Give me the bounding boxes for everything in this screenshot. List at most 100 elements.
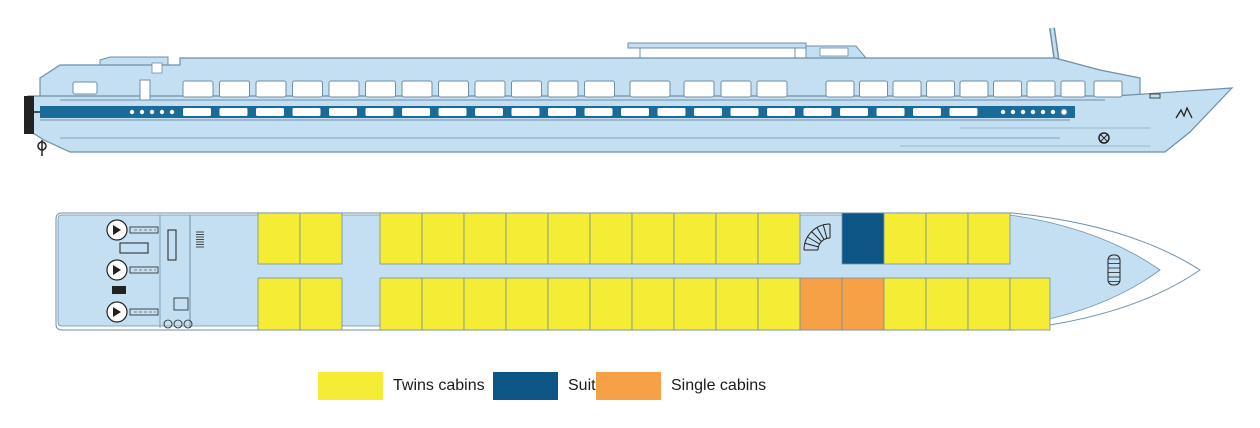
twin-cabin	[463, 277, 507, 331]
bow-logo	[1175, 106, 1193, 119]
upper-window	[892, 80, 922, 98]
cabin-window	[548, 108, 576, 116]
single-cabin	[841, 277, 885, 331]
twin-cabin	[883, 212, 927, 265]
stair-step	[811, 231, 822, 242]
twin-swatch	[318, 372, 383, 400]
porthole	[1050, 109, 1056, 115]
upper-window	[825, 80, 855, 98]
engine-shaft	[129, 308, 159, 316]
twin-cabin	[883, 277, 927, 331]
cabin-window	[438, 108, 467, 116]
upper-window	[365, 80, 396, 98]
twin-cabin	[547, 277, 591, 331]
upper-window	[474, 80, 506, 98]
twin-cabin	[925, 277, 969, 331]
cabin-window	[475, 108, 503, 116]
twin-cabin	[1009, 277, 1051, 331]
cabin-window	[402, 108, 430, 116]
suite-cabin	[841, 212, 885, 265]
twin-cabin	[589, 277, 633, 331]
twin-cabin	[631, 277, 675, 331]
upper-window	[401, 80, 433, 98]
twin-cabin	[379, 277, 423, 331]
engine-arrow-icon	[113, 307, 121, 317]
cabin-window	[803, 108, 832, 116]
stair-step	[822, 224, 828, 239]
cabin-window	[694, 108, 722, 116]
upper-window	[859, 80, 888, 98]
stair-step	[807, 236, 820, 245]
porthole	[1040, 109, 1046, 115]
cabin-window	[767, 108, 795, 116]
porthole	[169, 109, 175, 115]
upper-window	[438, 80, 469, 98]
twin-cabin	[715, 212, 759, 265]
twin-cabin	[299, 277, 343, 331]
suite-swatch	[493, 372, 558, 400]
bow-staircase	[1107, 254, 1121, 286]
engine-shaft	[129, 266, 159, 274]
twin-cabin	[257, 277, 301, 331]
twin-cabin	[631, 212, 675, 265]
porthole	[1020, 109, 1026, 115]
stern-stair	[196, 231, 204, 248]
porthole	[129, 109, 135, 115]
twin-cabin	[673, 277, 717, 331]
upper-window	[1026, 80, 1056, 98]
porthole	[1000, 109, 1006, 115]
single-swatch	[596, 372, 661, 400]
porthole	[1010, 109, 1016, 115]
deck-plan	[55, 212, 1201, 331]
stair-rail	[803, 223, 831, 251]
legend-item-singles: Single cabins	[596, 372, 766, 400]
stair-rail	[817, 237, 831, 251]
legend-label-singles: Single cabins	[671, 377, 767, 394]
legend-item-twins: Twins cabins	[318, 372, 485, 400]
cabin-window	[292, 108, 321, 116]
cabin-window	[219, 108, 248, 116]
engine-arrow-icon	[113, 225, 121, 235]
twin-cabin	[757, 277, 801, 331]
cabin-window	[511, 108, 540, 116]
cabin-window	[621, 108, 649, 116]
engine-room	[106, 215, 204, 329]
upper-window	[1060, 80, 1086, 98]
side-windows	[129, 80, 1123, 116]
rudder	[37, 140, 47, 156]
twin-cabin	[379, 212, 423, 265]
porthole	[159, 109, 165, 115]
stair-step	[816, 227, 825, 240]
twin-cabin	[421, 212, 465, 265]
stern	[24, 96, 34, 134]
engines	[106, 219, 159, 323]
legend-label-twins: Twins cabins	[393, 377, 485, 394]
porthole	[139, 109, 145, 115]
sun-deck-canopy	[627, 42, 868, 60]
upper-window	[182, 80, 214, 98]
cabin-window	[657, 108, 686, 116]
upper-window	[547, 80, 579, 98]
cabin-window	[365, 108, 394, 116]
twin-cabin	[257, 212, 301, 265]
upper-window	[926, 80, 955, 98]
twin-cabin	[715, 277, 759, 331]
porthole	[149, 109, 155, 115]
upper-window	[511, 80, 542, 98]
cabin-window	[876, 108, 905, 116]
upper-window	[255, 80, 287, 98]
twin-cabin	[547, 212, 591, 265]
corridor	[258, 264, 1010, 278]
ship-side-profile	[24, 27, 1234, 156]
bow-stair-frame	[1107, 254, 1121, 286]
porthole	[1030, 109, 1036, 115]
cabins-bottom-row	[257, 277, 1051, 331]
cabin-window	[913, 108, 941, 116]
central-staircase	[803, 223, 831, 251]
twin-cabin	[967, 277, 1011, 331]
cabins-top-row	[257, 212, 1011, 265]
upper-window	[683, 80, 715, 98]
cabin-window	[183, 108, 211, 116]
twin-cabin	[299, 212, 343, 265]
engine-shaft	[129, 226, 159, 234]
